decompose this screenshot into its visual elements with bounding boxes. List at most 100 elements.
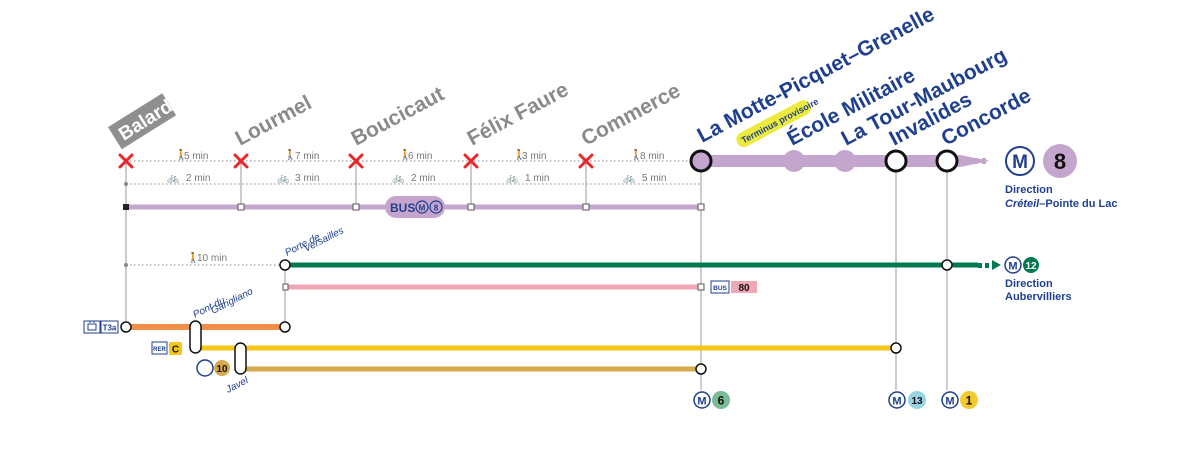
tram-icon bbox=[83, 320, 101, 334]
station-marker-balard-tram bbox=[120, 321, 132, 333]
line-12-direction-arrow bbox=[992, 260, 1001, 270]
metro-1-metro-icon bbox=[941, 391, 959, 409]
closed-icon bbox=[578, 153, 594, 169]
metro-1-number-icon bbox=[960, 391, 978, 409]
bike-time-3: 2 min bbox=[411, 173, 435, 184]
line-8-direction-destination: Créteil–Pointe du Lac bbox=[1005, 198, 1118, 210]
line-8-direction-dest-a: Créteil bbox=[1005, 198, 1040, 210]
line-8-arrow-dash bbox=[974, 158, 978, 164]
closed-icon bbox=[463, 153, 479, 169]
walk-time-4: 3 min bbox=[522, 151, 546, 162]
line-8-metro-mark: M bbox=[1012, 152, 1028, 173]
walk-time-2: 7 min bbox=[295, 151, 319, 162]
bus-80-stop-motte bbox=[697, 283, 705, 291]
bus-stop-motte-picquet bbox=[697, 203, 705, 211]
walk-icon: 🚶 bbox=[284, 148, 296, 161]
dot bbox=[124, 263, 128, 267]
javel-interchange bbox=[234, 342, 247, 375]
station-marker-invalides bbox=[884, 149, 908, 173]
metro-6-number: 6 bbox=[718, 394, 725, 408]
tram-line-icon bbox=[100, 320, 119, 334]
bus-80-number-icon bbox=[731, 281, 757, 293]
station-marker-ecole-militaire bbox=[783, 150, 805, 172]
bus-80-mark: BUS bbox=[713, 285, 727, 292]
walk-time-5: 8 min bbox=[640, 151, 664, 162]
pont-garigliano-interchange bbox=[189, 320, 202, 354]
bus-replacement-line-icon bbox=[429, 200, 443, 214]
metro-10-number-icon bbox=[214, 360, 230, 376]
walk-time-3: 6 min bbox=[408, 151, 432, 162]
closed-station-markers bbox=[118, 153, 594, 169]
balard-box bbox=[108, 93, 177, 150]
bike-time-4: 1 min bbox=[525, 173, 549, 184]
walk-icon: 🚶 bbox=[175, 148, 187, 161]
station-marker-invalides-rer bbox=[890, 342, 902, 354]
walk-icon: 🚶 bbox=[187, 251, 199, 264]
bus-stop-commerce bbox=[582, 203, 590, 211]
metro-1-metro-mark: M bbox=[945, 396, 954, 408]
rer-line-icon bbox=[169, 342, 182, 355]
terminus-badge-bg bbox=[736, 100, 811, 148]
metro-6-metro-mark: M bbox=[697, 396, 706, 408]
metro-1-number: 1 bbox=[966, 394, 973, 408]
walk-icon: 🚶 bbox=[513, 148, 525, 161]
metro-13-number-icon bbox=[908, 391, 926, 409]
bike-icon: 🚲 bbox=[392, 173, 404, 184]
bike-time-1: 2 min bbox=[186, 173, 210, 184]
line-8-arrow-dash bbox=[982, 158, 986, 164]
line-12-metro-mark: M bbox=[1008, 261, 1017, 273]
bus-stop-balard bbox=[123, 204, 129, 210]
line-12-number: 12 bbox=[1025, 261, 1037, 272]
line-12-number-icon bbox=[1023, 257, 1039, 273]
station-name-felix-faure: Félix Faure bbox=[464, 78, 573, 150]
walk-time-1: 5 min bbox=[184, 151, 208, 162]
bike-time-2: 3 min bbox=[295, 173, 319, 184]
bike-icon: 🚲 bbox=[506, 173, 518, 184]
metro-6-number-icon bbox=[712, 391, 730, 409]
rer-mark: RER bbox=[153, 347, 166, 353]
bus-stop-boucicaut bbox=[352, 203, 360, 211]
rer-line-label: C bbox=[172, 345, 179, 356]
station-marker-porte-versailles bbox=[279, 259, 291, 271]
line-8-number-icon bbox=[1043, 144, 1077, 178]
line-12-direction-label: Direction bbox=[1005, 278, 1053, 290]
metro-13-number: 13 bbox=[911, 396, 923, 407]
station-name-boucicaut: Boucicaut bbox=[348, 82, 448, 150]
bike-icon: 🚲 bbox=[623, 173, 635, 184]
bus-replacement-line-number: 8 bbox=[434, 204, 439, 213]
line-8-metro-icon bbox=[1005, 146, 1035, 176]
line-8-number: 8 bbox=[1054, 149, 1066, 174]
closed-icon bbox=[348, 153, 364, 169]
station-marker-motte-picquet bbox=[689, 149, 713, 173]
station-marker-concorde-12 bbox=[941, 259, 953, 271]
tram-glyph bbox=[87, 321, 97, 331]
line-8-direction-label: Direction bbox=[1005, 184, 1053, 196]
station-name-commerce: Commerce bbox=[578, 79, 685, 150]
metro-13-metro-mark: M bbox=[892, 396, 901, 408]
walk-icon: 🚶 bbox=[630, 148, 642, 161]
closed-icon bbox=[118, 153, 134, 169]
line-12-direction-destination: Aubervilliers bbox=[1005, 291, 1072, 303]
station-marker-tour-maubourg bbox=[834, 150, 856, 172]
metro-10-metro-icon bbox=[196, 359, 214, 377]
bus-stop-lourmel bbox=[237, 203, 245, 211]
bus-80-number: 80 bbox=[738, 283, 750, 294]
walk-icon: 🚶 bbox=[399, 148, 411, 161]
closed-icon bbox=[233, 153, 249, 169]
line-8-arrow-dash bbox=[966, 158, 970, 164]
rer-mark-icon bbox=[151, 341, 168, 355]
station-name-lourmel: Lourmel bbox=[232, 91, 316, 150]
station-marker-motte-metro10 bbox=[695, 363, 707, 375]
line-12-arrow-dash bbox=[978, 263, 982, 268]
bus-stop-felix-faure bbox=[467, 203, 475, 211]
metro-13-metro-icon bbox=[888, 391, 906, 409]
bike-icon: 🚲 bbox=[277, 173, 289, 184]
line-12-metro-icon bbox=[1004, 256, 1022, 274]
label-javel: Javel bbox=[223, 375, 250, 396]
bus-replacement-badge bbox=[385, 196, 445, 218]
bike-icon: 🚲 bbox=[167, 173, 179, 184]
bus-80-stop-porte bbox=[282, 283, 289, 291]
metro-6-metro-icon bbox=[693, 391, 711, 409]
walk-time-porte: 10 min bbox=[197, 253, 227, 264]
